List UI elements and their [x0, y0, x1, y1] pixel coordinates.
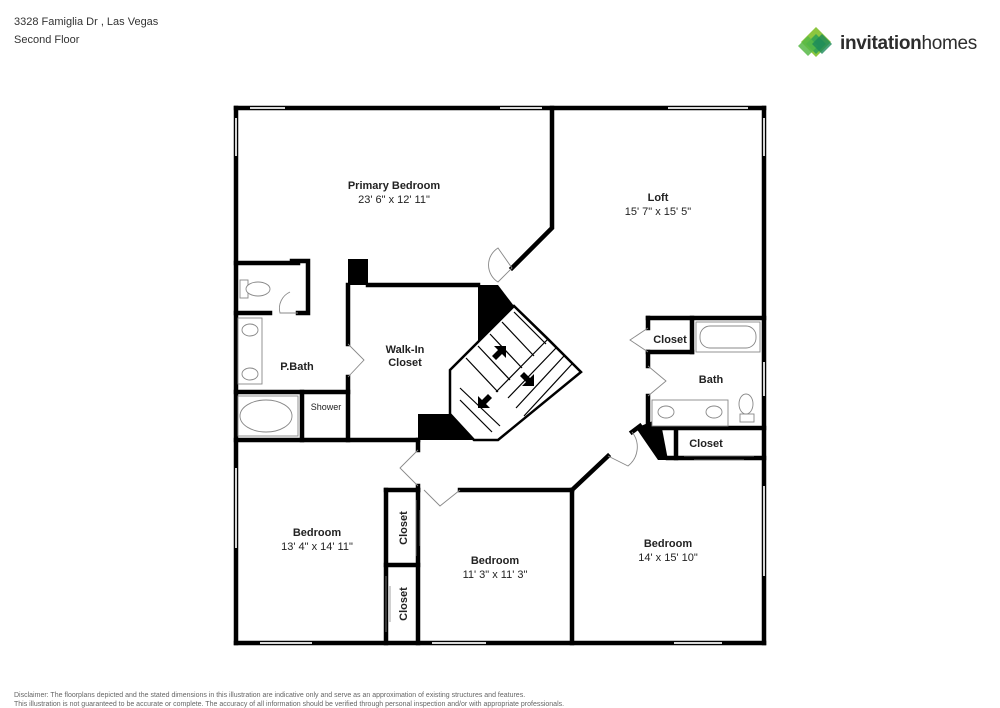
room-dims-bedroom-right: 14' x 15' 10": [638, 552, 698, 564]
room-name-bedroom-right: Bedroom: [644, 538, 693, 550]
room-name-walk-in-closet-1: Walk-In: [386, 344, 425, 356]
brand-logo: invitationhomes: [798, 26, 977, 62]
staircase: [448, 304, 583, 442]
room-dims-loft: 15' 7" x 15' 5": [625, 206, 692, 218]
brand-mark-icon: [798, 27, 832, 57]
room-name-walk-in-closet-2: Closet: [388, 357, 422, 369]
floor-label: Second Floor: [14, 34, 80, 46]
wall-solid: [348, 259, 368, 285]
room-name-shower: Shower: [311, 402, 342, 412]
room-name-bath: Bath: [699, 374, 724, 386]
stair-wall-solid: [418, 414, 474, 440]
closet-sliding-doors: [385, 455, 754, 632]
sink-icon: [237, 317, 729, 427]
room-dims-bedroom-middle: 11' 3" x 11' 3": [463, 569, 528, 581]
room-dims-primary-bedroom: 23' 6" x 12' 11": [358, 194, 430, 206]
interior-walls: [233, 105, 767, 646]
toilet-icon: [239, 279, 755, 423]
room-name-closet-left-top: Closet: [398, 511, 410, 545]
room-name-bedroom-middle: Bedroom: [471, 555, 520, 567]
room-name-loft: Loft: [648, 192, 669, 204]
door-swing-icon: [279, 247, 667, 507]
brand-name: invitationhomes: [840, 33, 977, 54]
stair-wall-solid: [478, 285, 514, 342]
room-name-bedroom-left: Bedroom: [293, 527, 342, 539]
room-name-loft-closet: Closet: [653, 334, 687, 346]
stair-arrow-icon: [478, 346, 534, 408]
room-dims-bedroom-left: 13' 4" x 14' 11": [281, 541, 353, 553]
disclaimer-line-2: This illustration is not guaranteed to b…: [14, 701, 565, 708]
disclaimer-line-1: Disclaimer: The floorplans depicted and …: [14, 692, 526, 699]
room-name-primary-bedroom: Primary Bedroom: [348, 180, 441, 192]
property-address: 3328 Famiglia Dr , Las Vegas: [14, 16, 159, 28]
room-name-closet-left-bottom: Closet: [398, 587, 410, 621]
windows: [235, 107, 765, 644]
bathtub-icon: [237, 321, 761, 437]
room-name-bedroom-closet-right: Closet: [689, 438, 723, 450]
room-name-p-bath: P.Bath: [280, 361, 314, 373]
